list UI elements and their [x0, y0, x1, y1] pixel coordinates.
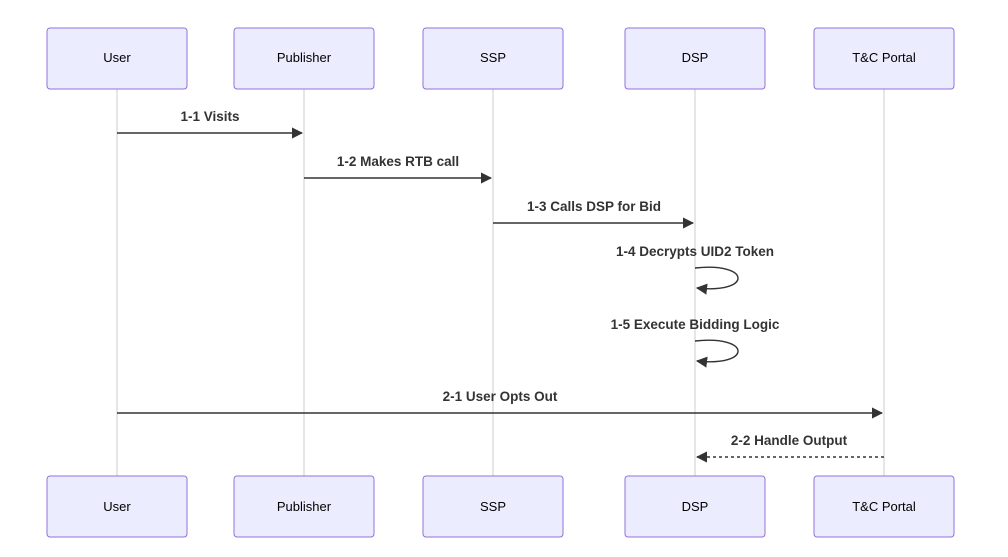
actor-publisher-bottom: Publisher — [233, 475, 375, 538]
actor-dsp-bottom: DSP — [624, 475, 766, 538]
message-label: 2-2 Handle Output — [731, 433, 848, 448]
actor-label: T&C Portal — [852, 50, 916, 65]
actor-user-top: User — [46, 27, 188, 90]
self-loop-arrow — [694, 266, 739, 295]
message-1-1: 1-1 Visits — [117, 109, 304, 139]
messages: 1-1 Visits 1-2 Makes RTB call 1-3 Calls … — [117, 109, 884, 463]
message-2-2: 2-2 Handle Output — [695, 433, 884, 463]
actor-ssp-bottom: SSP — [422, 475, 564, 538]
lifelines — [116, 89, 885, 476]
message-label: 2-1 User Opts Out — [443, 389, 558, 404]
actor-dsp-top: DSP — [624, 27, 766, 90]
actor-label: Publisher — [277, 499, 332, 514]
self-loop-arrow — [694, 339, 739, 368]
message-label: 1-2 Makes RTB call — [337, 154, 459, 169]
actor-label: User — [103, 50, 131, 65]
actor-publisher-top: Publisher — [233, 27, 375, 90]
message-label: 1-5 Execute Bidding Logic — [611, 317, 780, 332]
actor-ssp-top: SSP — [422, 27, 564, 90]
actor-label: DSP — [682, 50, 709, 65]
actor-tc-portal-bottom: T&C Portal — [813, 475, 955, 538]
actor-label: T&C Portal — [852, 499, 916, 514]
message-2-1: 2-1 User Opts Out — [117, 389, 884, 419]
message-1-4: 1-4 Decrypts UID2 Token — [616, 244, 774, 295]
actor-label: SSP — [480, 499, 506, 514]
actors-bottom: User Publisher SSP DSP T&C Portal — [46, 475, 955, 538]
message-label: 1-1 Visits — [180, 109, 239, 124]
actor-label: User — [103, 499, 131, 514]
actor-label: Publisher — [277, 50, 332, 65]
actor-label: SSP — [480, 50, 506, 65]
message-1-5: 1-5 Execute Bidding Logic — [611, 317, 780, 368]
message-label: 1-4 Decrypts UID2 Token — [616, 244, 774, 259]
actors-top: User Publisher SSP DSP T&C Portal — [46, 27, 955, 90]
actor-user-bottom: User — [46, 475, 188, 538]
message-1-3: 1-3 Calls DSP for Bid — [493, 199, 695, 229]
actor-tc-portal-top: T&C Portal — [813, 27, 955, 90]
message-1-2: 1-2 Makes RTB call — [304, 154, 493, 184]
message-label: 1-3 Calls DSP for Bid — [527, 199, 661, 214]
actor-label: DSP — [682, 499, 709, 514]
